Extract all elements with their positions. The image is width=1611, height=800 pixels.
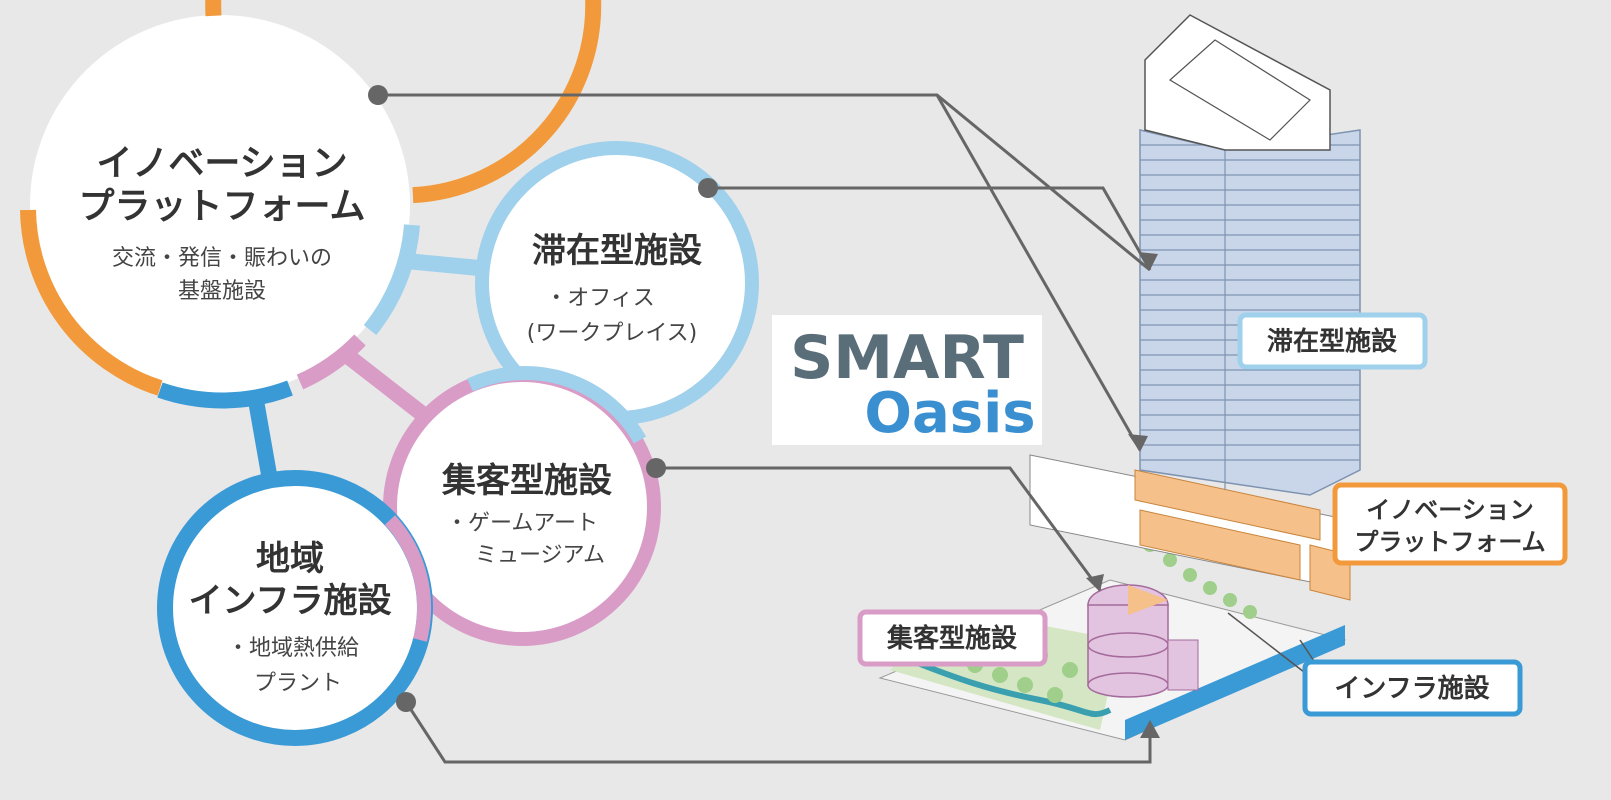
infra-title-line1: 地域 [256,539,324,579]
infra-sub-line1: ・地域熱供給 [227,636,359,661]
label-visitor-text: 集客型施設 [886,623,1018,654]
tower [1139,14,1361,496]
label-innovation: イノベーション プラットフォーム [1332,482,1568,566]
connector-arrowheads [1086,252,1160,738]
connector-visitor [656,466,1102,591]
visitor-title: 集客型施設 [441,461,612,501]
label-infra: インフラ施設 [1302,659,1523,717]
label-visitor: 集客型施設 [857,609,1048,667]
infra-circle: 地域 インフラ施設 ・地域熱供給 プラント [157,470,433,746]
label-innovation-line1: イノベーション [1366,496,1534,524]
stay-sub-line1: ・オフィス [545,286,655,311]
smart-oasis-logo: SMART Oasis [772,315,1042,446]
label-stay-text: 滞在型施設 [1267,326,1398,357]
connector-lines [378,93,1152,764]
infra-sub-line2: プラント [254,671,342,696]
logo-line1: SMART [790,323,1024,393]
stay-circle: 滞在型施設 ・オフィス (ワークプレイス) [475,141,759,425]
logo-line2: Oasis [864,381,1035,446]
label-stay: 滞在型施設 [1237,312,1428,370]
visitor-sub-line1: ・ゲームアート [446,511,598,536]
label-infra-text: インフラ施設 [1334,673,1490,704]
innovation-title-line1: イノベーション [96,143,347,184]
innovation-title-line2: プラットフォーム [79,186,366,227]
stay-title: 滞在型施設 [532,231,702,271]
innovation-sub-line2: 基盤施設 [178,279,266,304]
stay-sub-line2: (ワークプレイス) [527,321,698,346]
label-innovation-line2: プラットフォーム [1354,528,1545,556]
visitor-sub-line2: ミュージアム [475,543,605,568]
connector-infra [404,701,1152,764]
connector-dots [368,85,718,712]
innovation-circle: イノベーション プラットフォーム 交流・発信・賑わいの 基盤施設 [20,0,602,409]
museum-volume [1087,584,1199,698]
innovation-sub-line1: 交流・発信・賑わいの [112,246,332,271]
visitor-circle: 集客型施設 ・ゲームアート ミュージアム [383,365,661,646]
infra-title-line2: インフラ施設 [189,581,392,621]
